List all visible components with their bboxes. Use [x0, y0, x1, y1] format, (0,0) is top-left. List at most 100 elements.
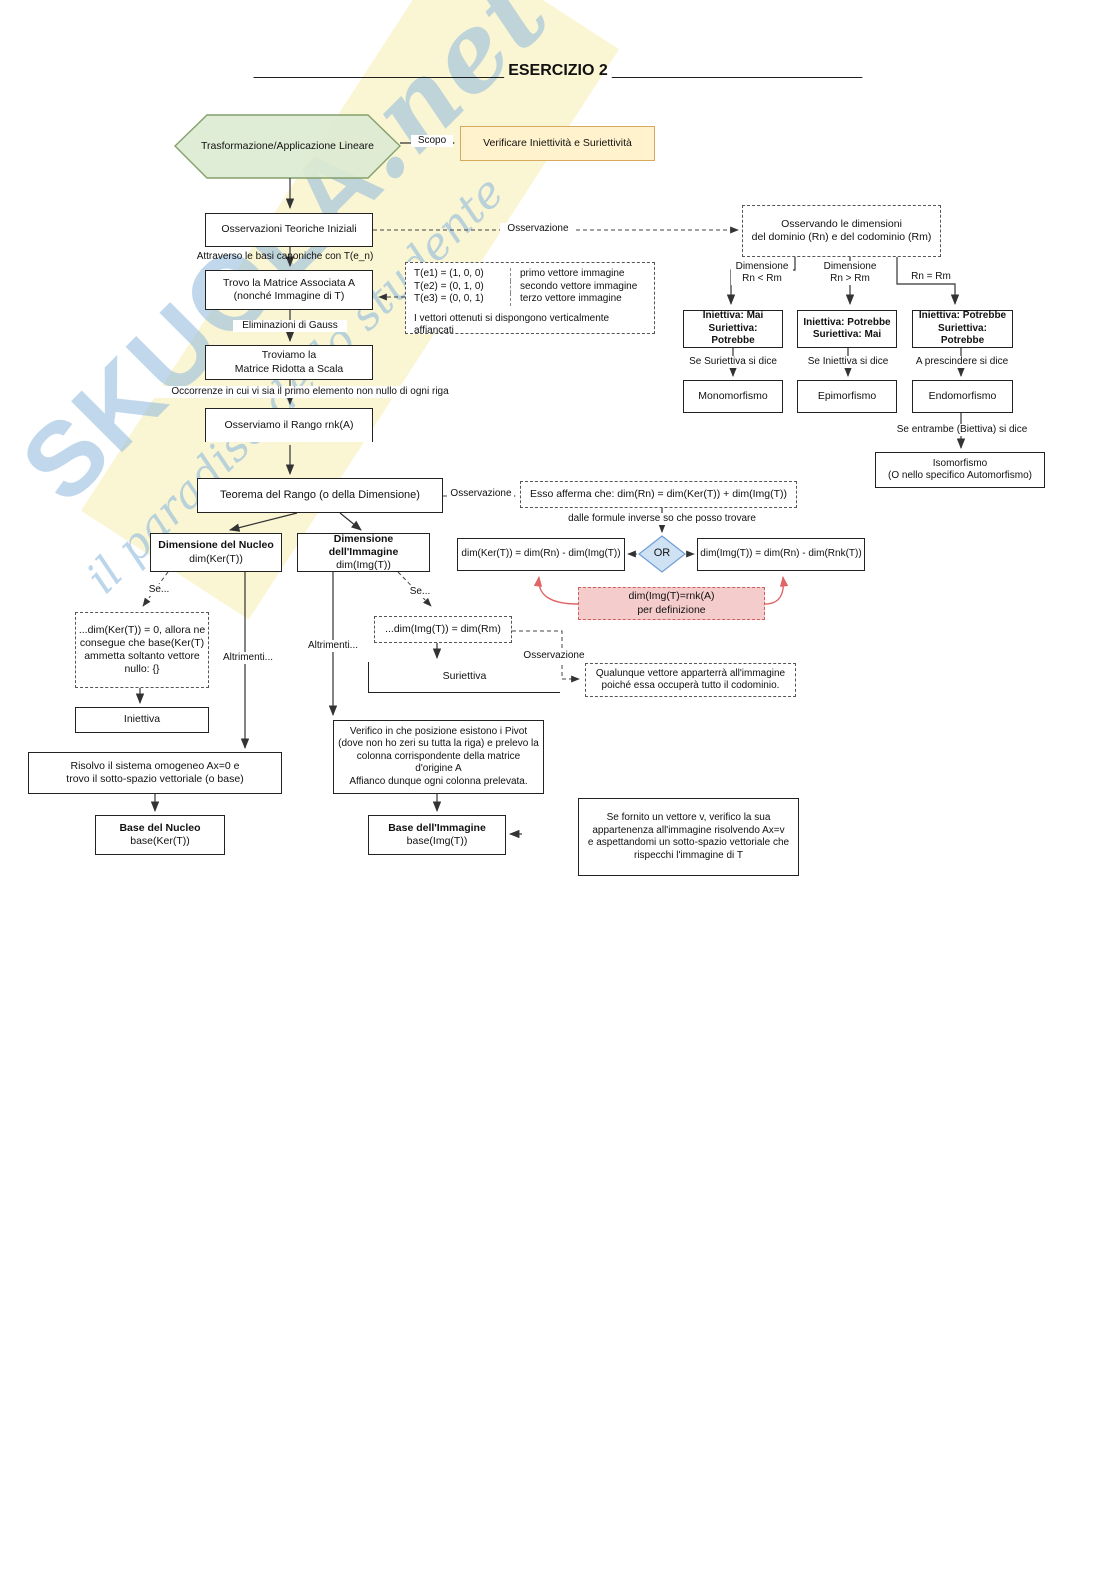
label-dim-lt-line1: Dimensione [735, 261, 789, 272]
caseB-line2: Suriettiva: Mai [812, 329, 882, 340]
node-risolvo-line1: Risolvo il sistema omogeneo Ax=0 e [70, 759, 240, 772]
caseC-line2: Suriettiva: Potrebbe [938, 322, 987, 347]
node-base-nucleo: Base del Nucleo base(Ker(T)) [95, 815, 225, 855]
node-teorema-rango: Teorema del Rango (o della Dimensione) [197, 478, 443, 513]
node-formula-ker: dim(Ker(T)) = dim(Rn) - dim(Img(T)) [457, 538, 625, 571]
caseA-line1: Iniettiva: Mai [702, 310, 764, 322]
kerzero-line4: nullo: {} [124, 663, 160, 676]
node-dimensione-nucleo: Dimensione del Nucleo dim(Ker(T)) [150, 533, 282, 572]
label-dim-lt: Dimensione Rn < Rm [731, 261, 793, 285]
red-arrow-left [533, 575, 579, 605]
te-row: T(e3) = (0, 0, 1) terzo vettore immagine [414, 293, 646, 306]
label-se-mid: Se... [404, 586, 436, 598]
node-iniettiva-label: Iniettiva [123, 713, 161, 726]
label-entrambe: Se entrambe (Biettiva) si dice [886, 424, 1038, 436]
kerzero-line3: ammetta soltanto vettore [84, 650, 200, 662]
verifico-line2: (dove non ho zeri su tutta la riga) e pr… [338, 738, 539, 750]
te-desc-1: primo vettore immagine [510, 268, 624, 281]
label-dim-eq: Rn = Rm [906, 271, 956, 283]
arrow-teorema-immagine [339, 512, 362, 531]
verifico-line4: d'origine A [415, 763, 462, 775]
te-formula-3: T(e3) = (0, 0, 1) [414, 293, 484, 304]
te-row: T(e2) = (0, 1, 0)secondo vettore immagin… [414, 280, 646, 293]
node-nucleo-line1: Dimensione del Nucleo [158, 539, 274, 552]
node-rango: Osserviamo il Rango rnk(A) [205, 408, 373, 442]
node-troviamo-line1: Troviamo la [261, 349, 317, 362]
node-trasformazione: Trasformazione/Applicazione Lineare [185, 115, 390, 178]
node-troviamo-line2: Matrice Ridotta a Scala [234, 362, 344, 375]
label-attraverso: Attraverso le basi canoniche con T(e_n) [196, 251, 374, 262]
te-desc-3: terzo vettore immagine [510, 293, 622, 306]
node-isomorfismo: Isomorfismo (O nello specifico Automorfi… [875, 452, 1045, 488]
label-scopo: Scopo [411, 135, 453, 147]
node-basenucleo-line1: Base del Nucleo [119, 821, 201, 834]
node-qualunque-line2: poiché essa occuperà tutto il codominio. [601, 680, 780, 691]
node-qualunque-line1: Qualunque vettore apparterrà all'immagin… [595, 667, 786, 679]
verifico-line5: Affianco dunque ogni colonna prelevata. [349, 775, 528, 787]
node-endo-label: Endomorfismo [928, 389, 997, 402]
label-se-suriettiva: Se Suriettiva si dice [688, 356, 778, 368]
node-vettore-v: Se fornito un vettore v, verifico la sua… [578, 798, 799, 876]
title-left-rule: ______________________________ [253, 62, 505, 79]
node-teorema-label: Teorema del Rango (o della Dimensione) [220, 488, 420, 501]
red-arrow-right [764, 575, 789, 605]
node-qualunque: Qualunque vettore apparterrà all'immagin… [585, 663, 796, 697]
node-epi-label: Epimorfismo [817, 389, 877, 402]
label-osservazione-top: Osservazione [500, 223, 576, 235]
or-diamond-label: OR [653, 547, 671, 559]
caseB-line1: Iniettiva: Potrebbe [803, 316, 891, 328]
arrow-teorema-nucleo [228, 512, 298, 532]
node-iso-line2: (O nello specifico Automorfismo) [888, 470, 1032, 481]
node-formula-img-label: dim(Img(T)) = dim(Rn) - dim(Rnk(T)) [700, 548, 862, 560]
node-verifico-pivot: Verifico in che posizione esistono i Piv… [333, 720, 544, 794]
kerzero-line1: ...dim(Ker(T)) = 0, allora ne [78, 623, 206, 636]
node-immagine-line2: dim(Img(T)) [336, 559, 391, 572]
node-osservando-dimensioni: Osservando le dimensioni del dominio (Rn… [742, 205, 941, 257]
node-basenucleo-line2: base(Ker(T)) [130, 835, 190, 847]
node-iso-line1: Isomorfismo [932, 457, 988, 469]
node-imgdim-label: ...dim(Img(T)) = dim(Rm) [385, 622, 501, 635]
node-formula-ker-label: dim(Ker(T)) = dim(Rn) - dim(Img(T)) [461, 548, 621, 560]
node-nucleo-line2: dim(Ker(T)) [189, 552, 243, 565]
caseC-line1: Iniettiva: Potrebbe [918, 310, 1007, 322]
node-risolvo-line2: trovo il sotto-spazio vettoriale (o base… [66, 773, 244, 785]
node-epimorfismo: Epimorfismo [797, 380, 897, 413]
label-dim-gt: Dimensione Rn > Rm [819, 261, 881, 285]
node-case-gt: Iniettiva: Potrebbe Suriettiva: Mai [797, 310, 897, 348]
vettorev-line3: e aspettandomi un sotto-spazio vettorial… [587, 837, 790, 848]
node-te-vectors: T(e1) = (1, 0, 0)primo vettore immagine … [405, 262, 655, 336]
kerzero-line2: consegue che base(Ker(T) [79, 636, 205, 649]
node-base-immagine: Base dell'Immagine base(Img(T)) [368, 815, 506, 855]
node-rango-label: Osserviamo il Rango rnk(A) [224, 418, 354, 431]
node-osservando-line2: del dominio (Rn) e del codominio (Rm) [751, 231, 932, 243]
node-iniettiva: Iniettiva [75, 707, 209, 733]
label-altrimenti-mid: Altrimenti... [305, 640, 361, 652]
node-trovo-matrice: Trovo la Matrice Associata A (nonché Imm… [205, 270, 373, 310]
node-perdef-line1: dim(Img(T)=rnk(A) [628, 590, 715, 603]
node-trovo-line2: (nonché Immagine di T) [233, 290, 345, 302]
verifico-line1: Verifico in che posizione esistono i Piv… [349, 725, 528, 737]
node-dimensione-immagine: Dimensione dell'Immagine dim(Img(T)) [297, 533, 430, 572]
label-osservazione-sur: Osservazione [520, 650, 588, 662]
node-baseimmagine-line2: base(Img(T)) [406, 835, 468, 847]
node-osservazioni-teoriche: Osservazioni Teoriche Iniziali [205, 213, 373, 247]
title-right-rule: ______________________________ [611, 62, 863, 79]
label-gauss: Eliminazioni di Gauss [233, 320, 347, 332]
vettorev-line4: rispecchi l'immagine di T [634, 849, 743, 861]
label-dim-gt-line1: Dimensione [823, 261, 877, 272]
node-case-eq: Iniettiva: Potrebbe Suriettiva: Potrebbe [912, 310, 1013, 348]
node-verificare-label: Verificare Iniettività e Suriettività [483, 136, 632, 149]
node-perdef-line2: per definizione [637, 603, 706, 616]
node-risolvo: Risolvo il sistema omogeneo Ax=0 e trovo… [28, 752, 282, 794]
te-formula-2: T(e2) = (0, 1, 0) [414, 280, 484, 292]
label-dalle-formule: dalle formule inverse so che posso trova… [565, 513, 759, 525]
node-per-definizione: dim(Img(T)=rnk(A) per definizione [578, 587, 765, 620]
title-text: ESERCIZIO 2 [508, 62, 608, 79]
page-title: ______________________________ ESERCIZIO… [0, 62, 1116, 80]
node-endomorfismo: Endomorfismo [912, 380, 1013, 413]
node-esso-label: Esso afferma che: dim(Rn) = dim(Ker(T)) … [529, 487, 788, 500]
label-occorrenze: Occorrenze in cui vi sia il primo elemen… [140, 386, 480, 398]
label-osservazione-mid: Osservazione [448, 488, 514, 500]
label-altrimenti-left: Altrimenti... [220, 652, 276, 664]
